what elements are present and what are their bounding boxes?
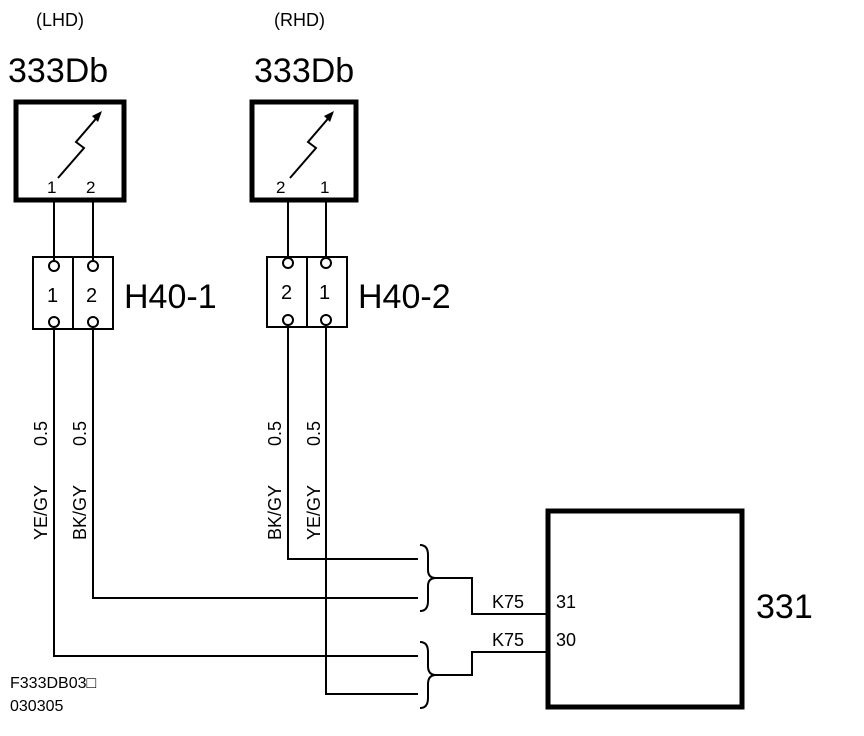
pin-31-number: 31 [556, 592, 576, 612]
lhd-sensor-lightning-icon [57, 113, 101, 179]
h40-2-pin2-top-socket [282, 257, 294, 269]
wire-lhd-ye-gy-size: 0.5 [31, 421, 51, 446]
pin-30-number: 30 [556, 630, 576, 650]
rhd-label: (RHD) [274, 10, 325, 30]
wire-rhd-bk-gy-size: 0.5 [265, 421, 285, 446]
h40-2-pin-1: 1 [319, 282, 330, 304]
upper-wire-brace [419, 544, 437, 612]
rhd-sensor-pin-2: 2 [276, 178, 285, 197]
wire-rhd-ye-gy [325, 325, 418, 695]
wire-rhd-ye-gy-size: 0.5 [304, 421, 324, 446]
wire-lhd-bk-gy-color: BK/GY [70, 485, 90, 540]
wire-rhd-bk-gy [287, 325, 418, 560]
lhd-sensor-box [13, 99, 127, 203]
wire-lhd-ye-gy [53, 327, 418, 657]
h40-1-pin2-top-socket [87, 260, 99, 272]
wire-to-pin-31 [436, 577, 548, 615]
rhd-sensor-box [249, 99, 359, 203]
h40-1-pin-2: 2 [86, 285, 97, 307]
h40-2-pin-2: 2 [281, 282, 292, 304]
lhd-sensor-arrow-head [92, 111, 102, 122]
h40-1-pin1-bottom-socket [48, 316, 60, 328]
lhd-sensor-pin-2: 2 [86, 178, 95, 197]
wire-lhd-bk-gy [92, 327, 418, 599]
figure-id: F333DB03□ [10, 675, 96, 692]
wire-rhd-bk-gy-color: BK/GY [265, 485, 285, 540]
lhd-sensor-pin-1: 1 [47, 178, 56, 197]
h40-1-pin2-bottom-socket [87, 316, 99, 328]
lower-wire-brace [419, 641, 437, 709]
h40-1-pin1-top-socket [48, 260, 60, 272]
rhd-sensor-id: 333Db [254, 52, 354, 90]
wire-lhd-ye-gy-color: YE/GY [31, 485, 51, 540]
h40-1-pin-1: 1 [47, 285, 58, 307]
pin-31-connector: K75 [492, 592, 524, 612]
rhd-sensor-pin-1: 1 [320, 178, 329, 197]
module-331-id: 331 [756, 588, 813, 626]
h40-2-pin2-bottom-socket [282, 314, 294, 326]
date-code: 030305 [10, 698, 63, 715]
h40-2-pin1-bottom-socket [320, 314, 332, 326]
module-331-box [545, 508, 745, 710]
lhd-label: (LHD) [36, 10, 84, 30]
rhd-sensor-lightning-icon [289, 113, 333, 179]
wire-rhd-ye-gy-color: YE/GY [304, 485, 324, 540]
lhd-sensor-id: 333Db [8, 52, 108, 90]
rhd-sensor-arrow-head [324, 111, 334, 122]
wire-lhd-bk-gy-size: 0.5 [70, 421, 90, 446]
h40-2-pin1-top-socket [320, 257, 332, 269]
pin-30-connector: K75 [492, 630, 524, 650]
h40-2-name: H40-2 [358, 278, 451, 316]
wire-to-pin-30 [436, 651, 548, 676]
h40-1-name: H40-1 [124, 278, 217, 316]
